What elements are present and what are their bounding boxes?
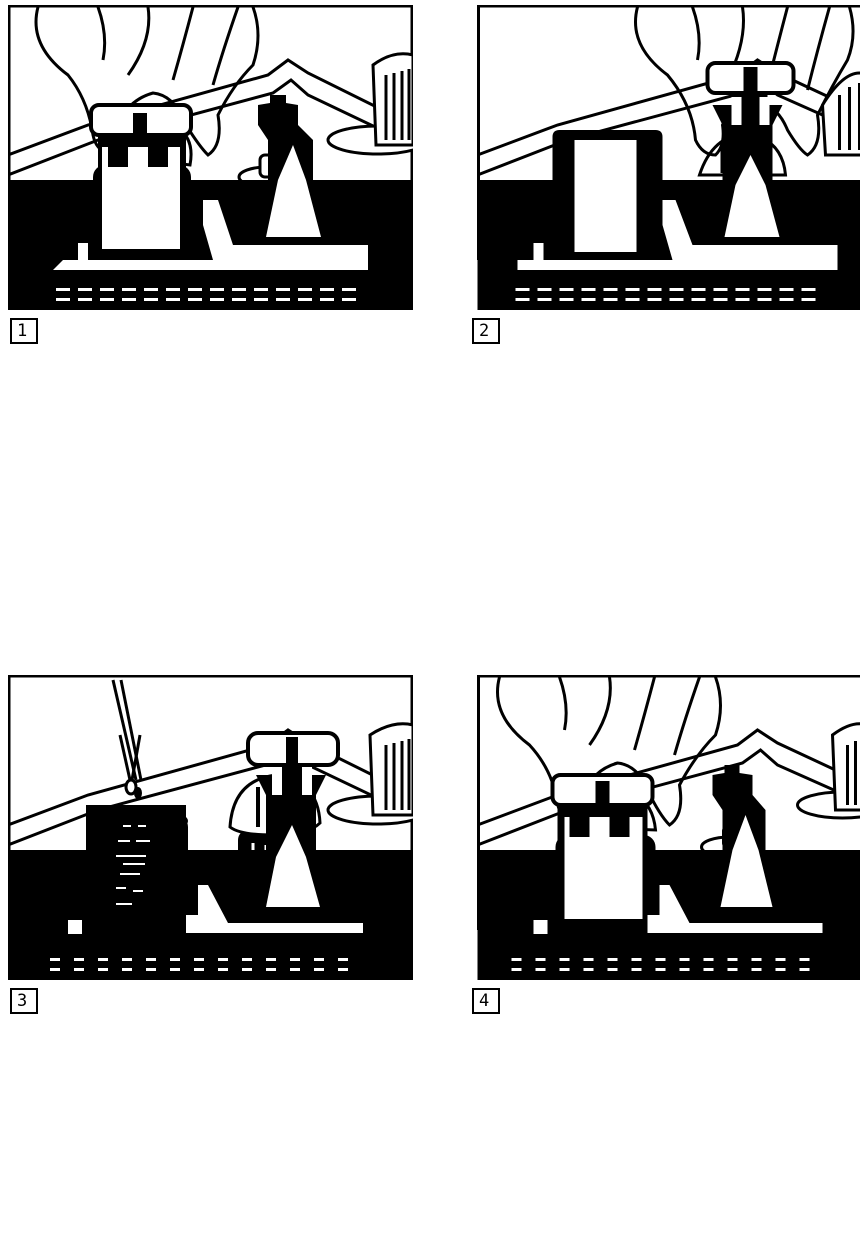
step-panel-1: 1 xyxy=(8,5,413,565)
cross-section-1 xyxy=(8,95,413,310)
step-panel-3: 3 xyxy=(8,675,413,1235)
cross-section-2 xyxy=(477,61,860,310)
cross-section-3 xyxy=(8,731,413,980)
step-number-2: 2 xyxy=(472,318,500,344)
step-number-3: 3 xyxy=(10,988,38,1014)
step-number-1: 1 xyxy=(10,318,38,344)
step-number-4: 4 xyxy=(472,988,500,1014)
step-panel-4: 4 xyxy=(470,675,860,1235)
cross-section-4 xyxy=(477,765,860,980)
step-panel-2: 2 xyxy=(470,5,860,565)
